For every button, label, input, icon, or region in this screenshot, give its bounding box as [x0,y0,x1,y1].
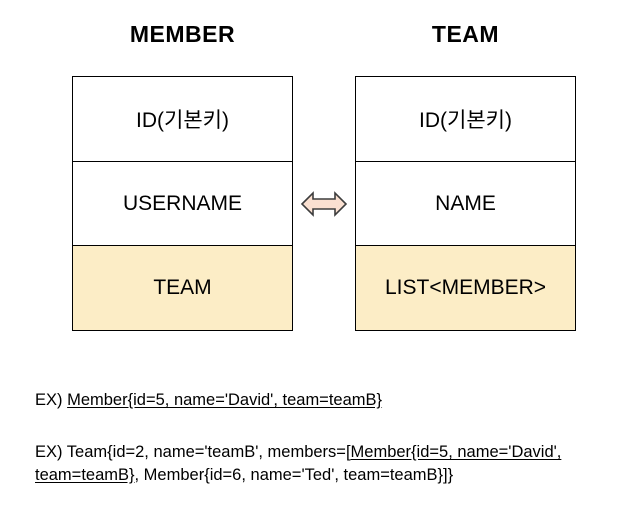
example-2-suffix: , Member{id=6, name='Ted', team=teamB}]} [134,466,454,484]
entity-title-team: TEAM [431,21,500,47]
entity-field-team-name: NAME [356,161,575,247]
example-2-underlined: Member{id=5, name='David', team=teamB} [35,443,562,484]
example-2-prefix: EX) Team{id=2, name='teamB', members=[ [35,443,351,461]
double-headed-arrow-icon [300,191,348,217]
relation-connector [300,186,348,222]
entity-field-team-id: ID(기본키) [356,77,575,162]
entity-box-member: ID(기본키) USERNAME TEAM [72,76,293,331]
entity-field-member-team: TEAM [73,246,292,331]
entity-box-team: ID(기본키) NAME LIST<MEMBER> [355,76,576,331]
entity-field-member-id: ID(기본키) [73,77,292,162]
example-line-member: EX) Member{id=5, name='David', team=team… [35,389,382,412]
entity-title-member: MEMBER [129,21,236,47]
example-1-prefix: EX) [35,391,68,409]
example-line-team: EX) Team{id=2, name='teamB', members=[Me… [35,441,635,487]
entity-field-team-list-member: LIST<MEMBER> [356,246,575,331]
example-1-underlined: Member{id=5, name='David', team=teamB} [67,391,383,409]
entity-field-member-username: USERNAME [73,161,292,247]
